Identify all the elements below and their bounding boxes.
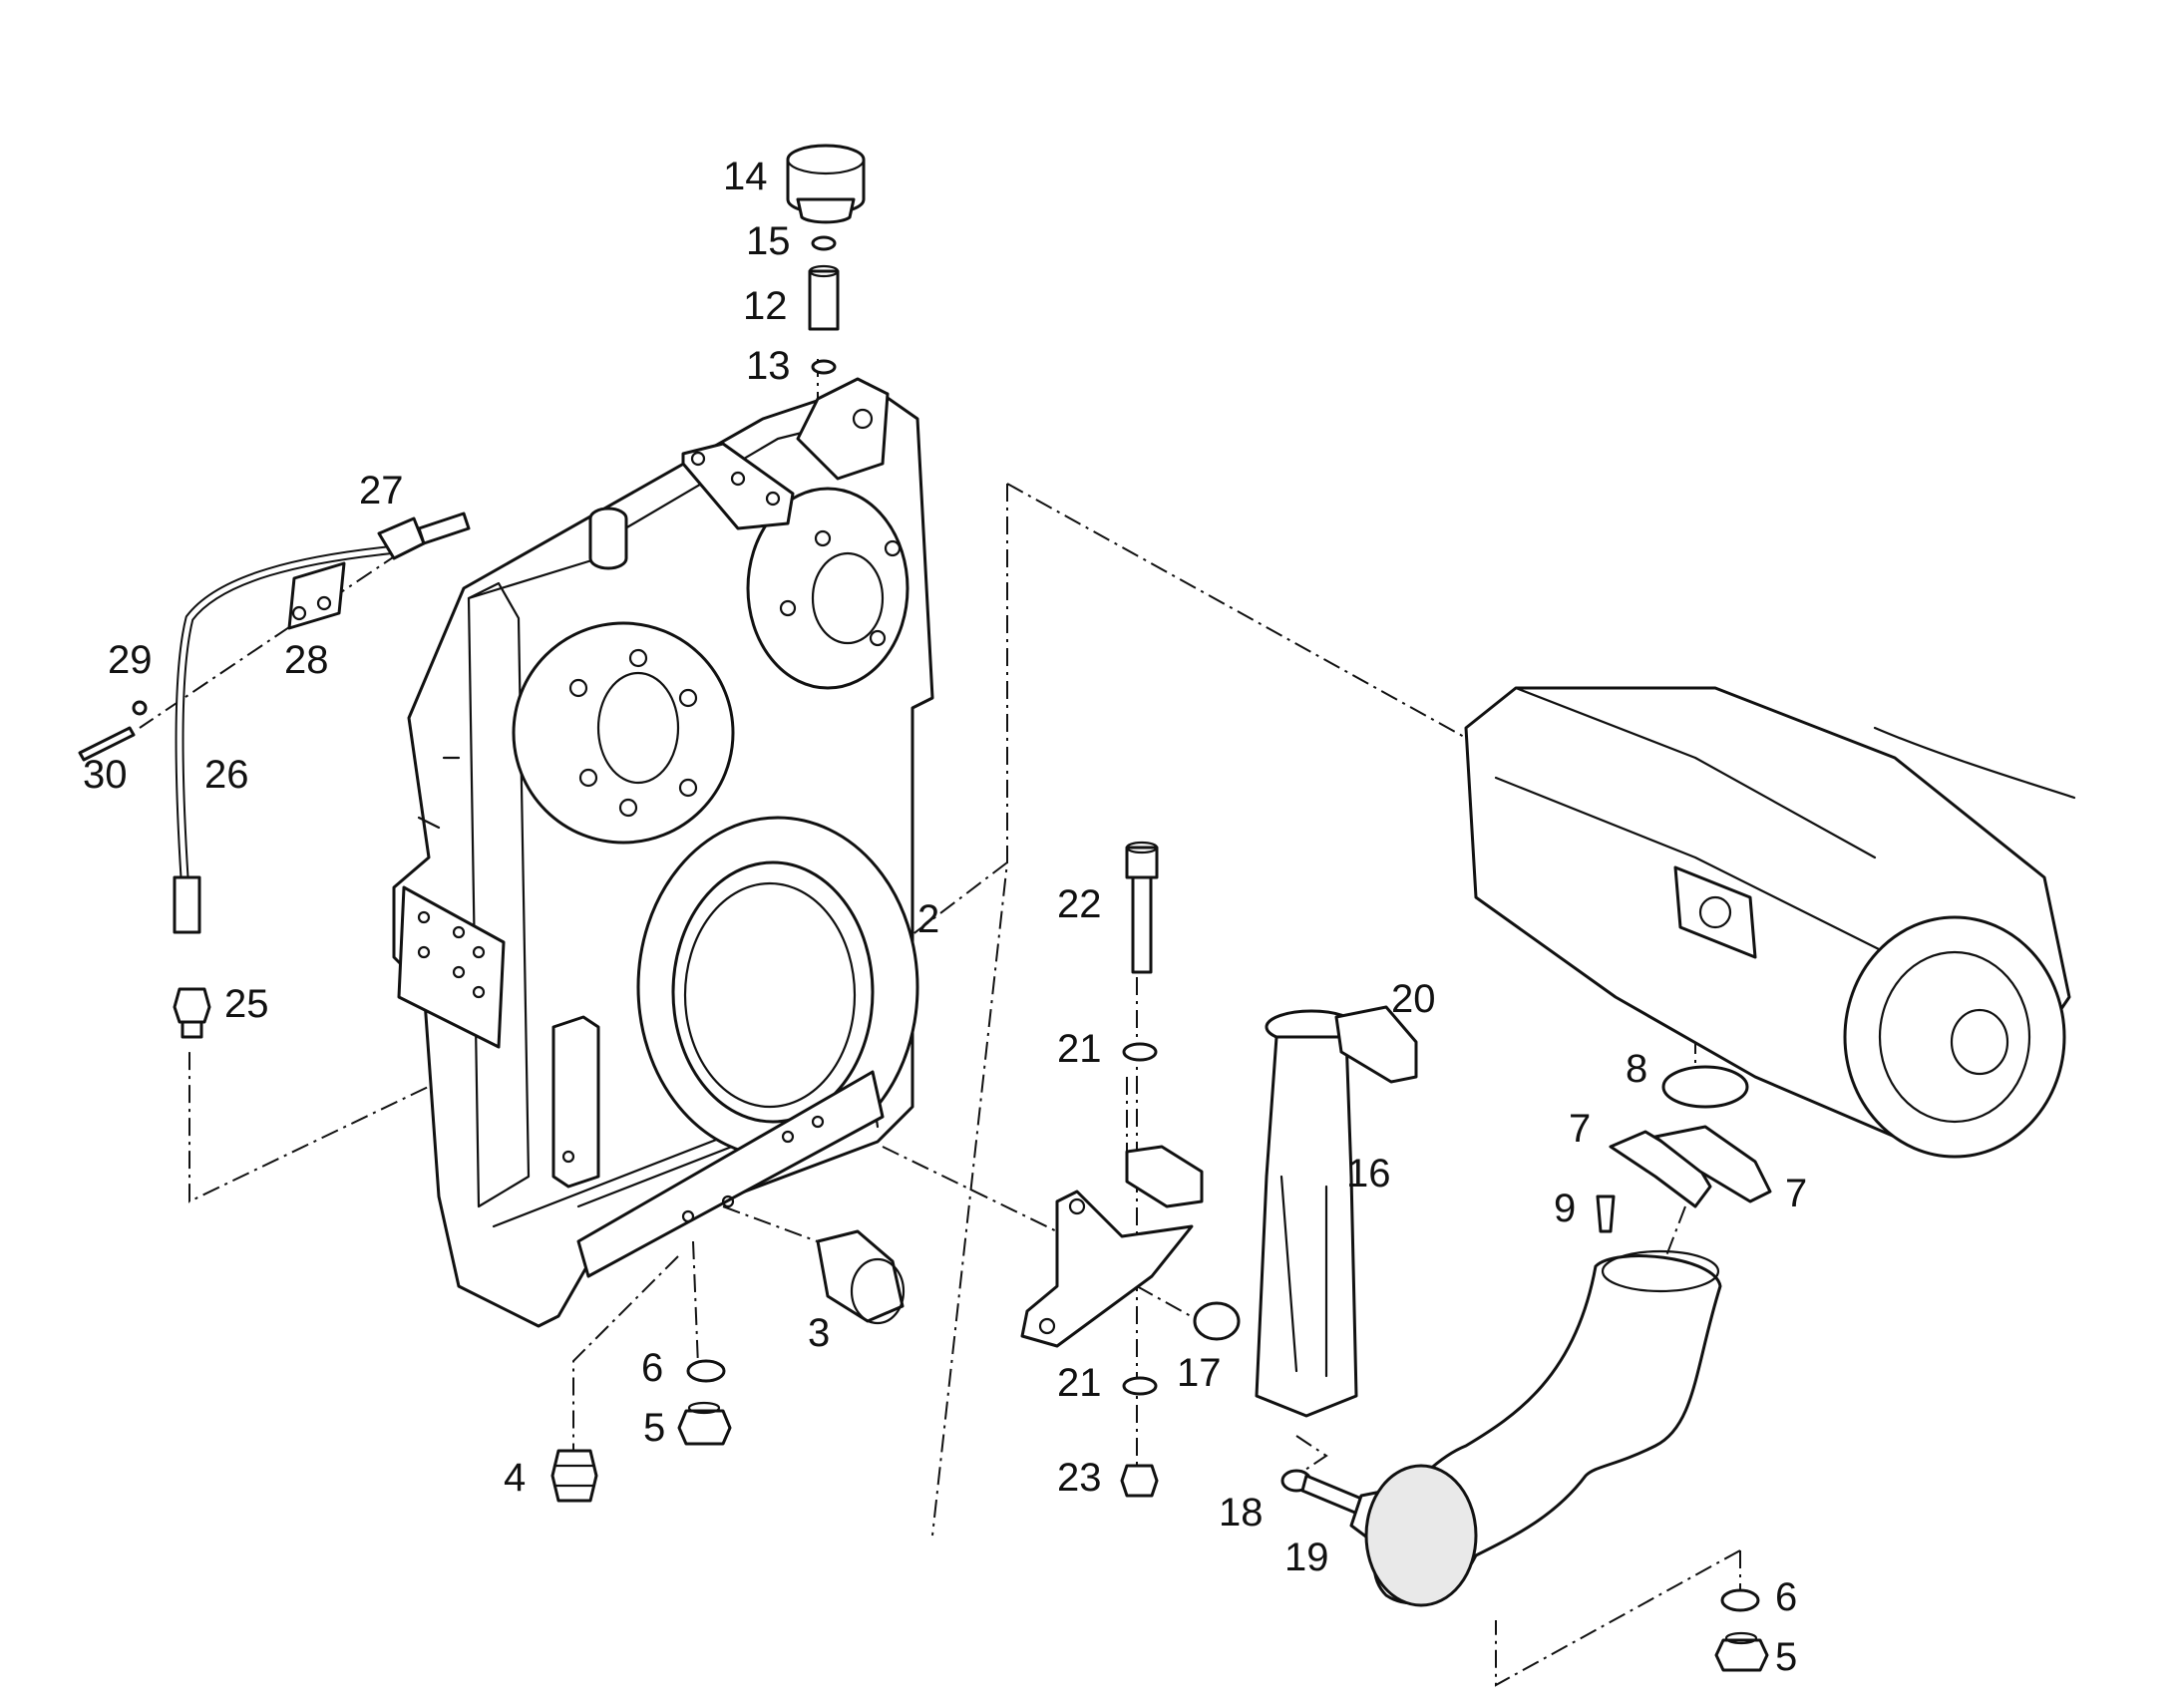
- plug-5-left: [677, 1401, 732, 1446]
- callout-4: 4: [504, 1456, 526, 1500]
- seal-ring-6-right: [1720, 1588, 1760, 1612]
- plug-5-right: [1714, 1631, 1769, 1672]
- callout-23: 23: [1057, 1456, 1102, 1500]
- callout-30: 30: [83, 753, 128, 797]
- nut-23: [1120, 1464, 1159, 1498]
- bolt-22: [1125, 841, 1159, 974]
- callout-27: 27: [359, 469, 404, 512]
- callout-21-bottom: 21: [1057, 1361, 1102, 1405]
- washer-21-bottom: [1122, 1376, 1158, 1396]
- bolt-9: [1596, 1195, 1616, 1233]
- callout-labels: 2 3 4 5 5 6 6 7 7 8 9 12 13 14 15 16 17 …: [83, 155, 1807, 1679]
- callout-5-left: 5: [643, 1406, 665, 1450]
- clamp-20: [1334, 1005, 1418, 1084]
- o-ring-17: [1193, 1301, 1241, 1341]
- support-bracket: [1020, 1190, 1194, 1348]
- callout-25: 25: [224, 982, 269, 1026]
- callout-21-top: 21: [1057, 1027, 1102, 1071]
- callout-3: 3: [808, 1311, 830, 1355]
- callout-29: 29: [108, 638, 153, 682]
- seal-ring-6-left: [686, 1359, 726, 1383]
- standpipe-16: [1255, 1009, 1358, 1418]
- callout-17: 17: [1177, 1351, 1222, 1395]
- flange-half-7-right: [1653, 1125, 1772, 1203]
- screw-30: [78, 700, 148, 762]
- callout-6-right: 6: [1775, 1575, 1797, 1619]
- filler-neck: [816, 1229, 906, 1325]
- breather-cap: [786, 144, 866, 224]
- callout-26: 26: [204, 753, 249, 797]
- callout-7-right: 7: [1785, 1172, 1807, 1215]
- callout-5-right: 5: [1775, 1635, 1797, 1679]
- gearbox-housing: [392, 377, 934, 1328]
- callout-6-left: 6: [641, 1346, 663, 1390]
- flange-half-7-left: [1609, 1130, 1712, 1208]
- callout-19: 19: [1284, 1536, 1329, 1579]
- adapter-25: [173, 987, 211, 1039]
- callout-16: 16: [1346, 1152, 1391, 1196]
- o-ring-15: [811, 235, 837, 251]
- callout-20: 20: [1391, 977, 1436, 1021]
- callout-8: 8: [1626, 1047, 1647, 1091]
- seal-ring-8: [1661, 1065, 1749, 1109]
- o-ring-13: [811, 359, 837, 375]
- callout-14: 14: [723, 155, 768, 198]
- callout-13: 13: [746, 344, 791, 388]
- callout-28: 28: [284, 638, 329, 682]
- washer-21-top: [1122, 1042, 1158, 1062]
- clamp-block: [1125, 1145, 1204, 1208]
- plug-4: [550, 1449, 598, 1503]
- hydraulic-hose: [173, 512, 471, 934]
- callout-9: 9: [1554, 1187, 1576, 1230]
- callout-2: 2: [917, 897, 939, 941]
- callout-7-left: 7: [1569, 1107, 1591, 1151]
- callout-18: 18: [1219, 1491, 1264, 1535]
- hose-clamp: [287, 561, 346, 630]
- callout-22: 22: [1057, 882, 1102, 926]
- hydraulic-pump: [1464, 686, 2076, 1159]
- breather-tube: [808, 264, 840, 331]
- callout-12: 12: [743, 284, 788, 328]
- suction-elbow: [1364, 1249, 1722, 1607]
- callout-15: 15: [746, 219, 791, 263]
